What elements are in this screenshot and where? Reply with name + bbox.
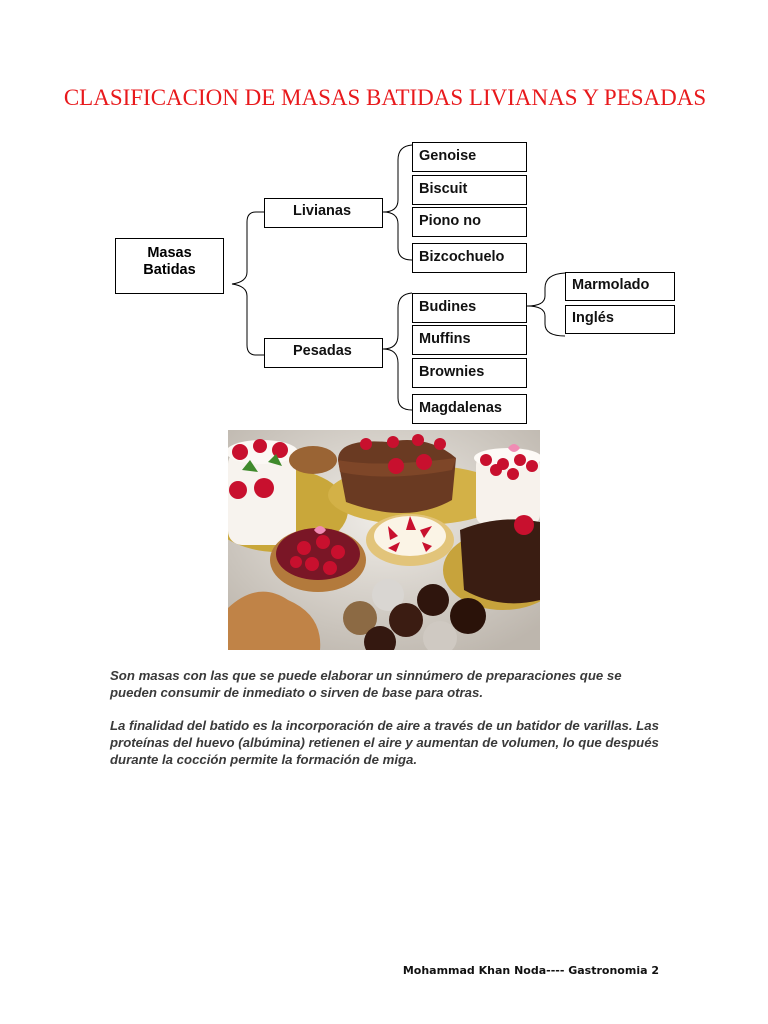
node-biscuit: Biscuit bbox=[412, 175, 527, 205]
node-piono-no: Piono no bbox=[412, 207, 527, 237]
cakes-photo bbox=[228, 430, 540, 650]
footer-author: Mohammad Khan Noda---- Gastronomia 2 bbox=[402, 964, 659, 977]
node-livianas: Livianas bbox=[264, 198, 383, 228]
node-magdalenas: Magdalenas bbox=[412, 394, 527, 424]
cakes-illustration bbox=[228, 430, 540, 650]
root-node-line2: Batidas bbox=[143, 262, 196, 278]
root-node-masas-batidas: Masas Batidas bbox=[115, 238, 224, 294]
node-ingles: Inglés bbox=[565, 305, 675, 334]
paragraph-1: Son masas con las que se puede elaborar … bbox=[110, 668, 622, 700]
node-budines: Budines bbox=[412, 293, 527, 323]
node-brownies: Brownies bbox=[412, 358, 527, 388]
node-marmolado: Marmolado bbox=[565, 272, 675, 301]
node-genoise: Genoise bbox=[412, 142, 527, 172]
node-muffins: Muffins bbox=[412, 325, 527, 355]
node-pesadas: Pesadas bbox=[264, 338, 383, 368]
node-bizcochuelo: Bizcochuelo bbox=[412, 243, 527, 273]
root-node-line1: Masas bbox=[147, 245, 192, 261]
document-title: CLASIFICACION DE MASAS BATIDAS LIVIANAS … bbox=[63, 85, 707, 110]
paragraph-2: La finalidad del batido es la incorporac… bbox=[110, 718, 659, 767]
